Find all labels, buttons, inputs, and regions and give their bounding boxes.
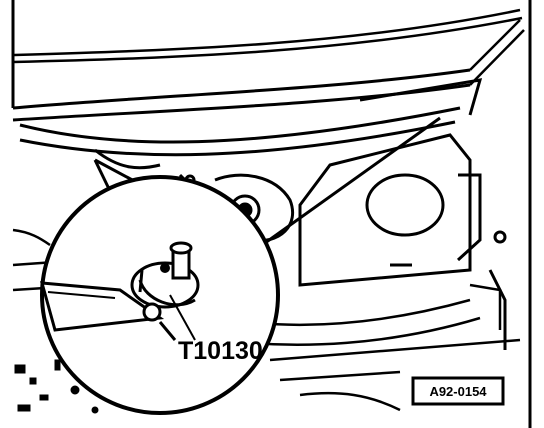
hood-edge — [12, 8, 525, 86]
figure-code: A92-0154 — [429, 384, 487, 399]
tool-label: T10130 — [178, 337, 263, 365]
wiper-bar — [19, 78, 483, 170]
lower-left-detail — [14, 359, 99, 414]
detail-magnifier — [39, 175, 280, 415]
bracket-plate — [298, 133, 507, 350]
figure-code-tag: A92-0154 — [411, 376, 505, 406]
